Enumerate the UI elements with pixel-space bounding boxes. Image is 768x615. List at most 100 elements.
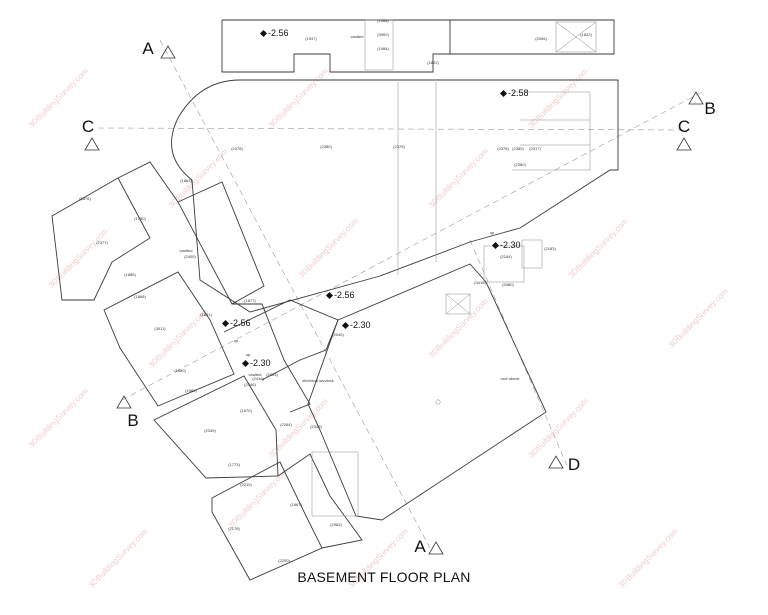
corridor-wall-1 bbox=[117, 161, 179, 203]
section-arrow bbox=[84, 137, 100, 151]
dimension-label: (2200) bbox=[278, 558, 290, 563]
floor-drain bbox=[435, 399, 441, 405]
section-arrow bbox=[428, 541, 444, 555]
room-note: roof above bbox=[501, 376, 521, 381]
section-arrow bbox=[548, 455, 564, 469]
dimension-label: (1982) bbox=[185, 388, 197, 393]
watermark-text: 3DBuildingSurvey.com bbox=[527, 66, 590, 129]
section-label-c: C bbox=[678, 117, 690, 136]
level-symbol bbox=[491, 241, 500, 250]
dimension-label: (2040) bbox=[332, 332, 344, 337]
section-arrow bbox=[116, 395, 132, 409]
room-note: up bbox=[490, 230, 495, 235]
dimension-label: (1801) bbox=[200, 312, 212, 317]
level-marker: -2.30 bbox=[350, 320, 371, 330]
room-note: vaulted bbox=[249, 372, 262, 377]
dimension-label: (1822) bbox=[427, 60, 439, 65]
dimension-label: (2405) bbox=[184, 254, 196, 259]
dimension-label: (2380) bbox=[320, 144, 332, 149]
corridor-wall-3 bbox=[277, 453, 363, 549]
dimension-label: (2178) bbox=[228, 526, 240, 531]
watermark-layer: 3DBuildingSurvey.com 3DBuildingSurvey.com… bbox=[27, 66, 730, 589]
store-room bbox=[311, 451, 359, 517]
dimension-label: (1868) bbox=[134, 294, 146, 299]
top-annex-wall bbox=[221, 19, 451, 73]
dimension-label: (2339) bbox=[310, 424, 322, 429]
watermark-text: 3DBuildingSurvey.com bbox=[27, 66, 90, 129]
dimension-label: (2006) bbox=[535, 36, 547, 41]
dimension-label: (1886) bbox=[124, 272, 136, 277]
section-label-a: A bbox=[142, 39, 154, 58]
top-right-annex-wall bbox=[450, 19, 615, 55]
section-line-a bbox=[159, 39, 431, 549]
dimension-label: (2184) bbox=[500, 254, 512, 259]
dimension-label: (2983) bbox=[330, 522, 342, 527]
level-marker: -2.56 bbox=[334, 290, 355, 300]
dimension-label: (1876) bbox=[79, 196, 91, 201]
dimension-label: (1984) bbox=[377, 46, 389, 51]
stair-well bbox=[512, 91, 591, 171]
watermark-text: 3DBuildingSurvey.com bbox=[297, 216, 360, 279]
dimension-label: (1863) bbox=[180, 178, 192, 183]
dimension-label: (1867) bbox=[290, 502, 302, 507]
dimension-label: (2210) bbox=[240, 482, 252, 487]
watermark-text: 3DBuildingSurvey.com bbox=[227, 466, 290, 529]
watermark-text: 3DBuildingSurvey.com bbox=[427, 296, 490, 359]
dimension-label: (1670) bbox=[240, 408, 252, 413]
level-marker: -2.56 bbox=[268, 28, 289, 38]
lobby-box bbox=[483, 245, 525, 283]
dimension-label: (2378) bbox=[231, 146, 243, 151]
large-right-room bbox=[307, 263, 547, 521]
corridor-wall-2 bbox=[232, 303, 311, 413]
section-label-b: B bbox=[127, 411, 138, 430]
section-label-d: D bbox=[568, 455, 580, 474]
walls bbox=[51, 19, 619, 581]
level-symbol bbox=[341, 321, 350, 330]
dimension-label: (1822) bbox=[580, 32, 592, 37]
level-symbol bbox=[325, 291, 334, 300]
section-line-b bbox=[121, 91, 703, 401]
roof-light bbox=[445, 293, 471, 315]
dimension-label: (2380) bbox=[512, 146, 524, 151]
dimension-label: (2346) bbox=[244, 382, 256, 387]
room-note: vaulted bbox=[180, 248, 193, 253]
room-left-4 bbox=[153, 375, 279, 479]
dimension-label: (1773) bbox=[228, 462, 240, 467]
level-marker: -2.30 bbox=[250, 358, 271, 368]
dimension-label: (2375) bbox=[393, 144, 405, 149]
room-note: up bbox=[234, 338, 239, 343]
section-label-a: A bbox=[414, 537, 426, 556]
level-symbol bbox=[241, 359, 250, 368]
dimension-labels: (1947)(3900)(1984)(1988)(1822)(1822)(200… bbox=[79, 18, 592, 563]
room-note: vaulted bbox=[351, 34, 364, 39]
dimension-label: (1947) bbox=[305, 36, 317, 41]
watermark-text: 3DBuildingSurvey.com bbox=[27, 386, 90, 449]
section-arrow bbox=[688, 91, 704, 105]
level-markers: -2.56-2.58-2.30-2.56-2.30-2.56-2.30 bbox=[221, 28, 529, 368]
drawing-title: BASEMENT FLOOR PLAN bbox=[297, 569, 471, 585]
dimension-label: (3480) bbox=[502, 282, 514, 287]
watermark-text: 3DBuildingSurvey.com bbox=[47, 226, 110, 289]
section-label-c: C bbox=[82, 117, 94, 136]
dimension-label: (2339) bbox=[204, 428, 216, 433]
dimension-label: (3011) bbox=[154, 326, 166, 331]
dimension-label: (2333) bbox=[266, 372, 278, 377]
central-corridor bbox=[223, 299, 339, 381]
dimension-label: (1988) bbox=[377, 18, 389, 23]
dimension-label: (1880) bbox=[174, 368, 186, 373]
vaulted-bay bbox=[364, 19, 394, 71]
room-note: up bbox=[246, 352, 251, 357]
watermark-text: 3DBuildingSurvey.com bbox=[167, 146, 230, 209]
level-symbol bbox=[259, 29, 268, 38]
level-marker: -2.56 bbox=[230, 318, 251, 328]
room-left-2 bbox=[177, 181, 265, 305]
dimension-label: (1750) bbox=[134, 216, 146, 221]
corner-stair bbox=[555, 21, 597, 53]
section-arrow bbox=[160, 45, 176, 59]
level-symbol bbox=[221, 319, 230, 328]
watermark-text: 3DBuildingSurvey.com bbox=[667, 286, 730, 349]
